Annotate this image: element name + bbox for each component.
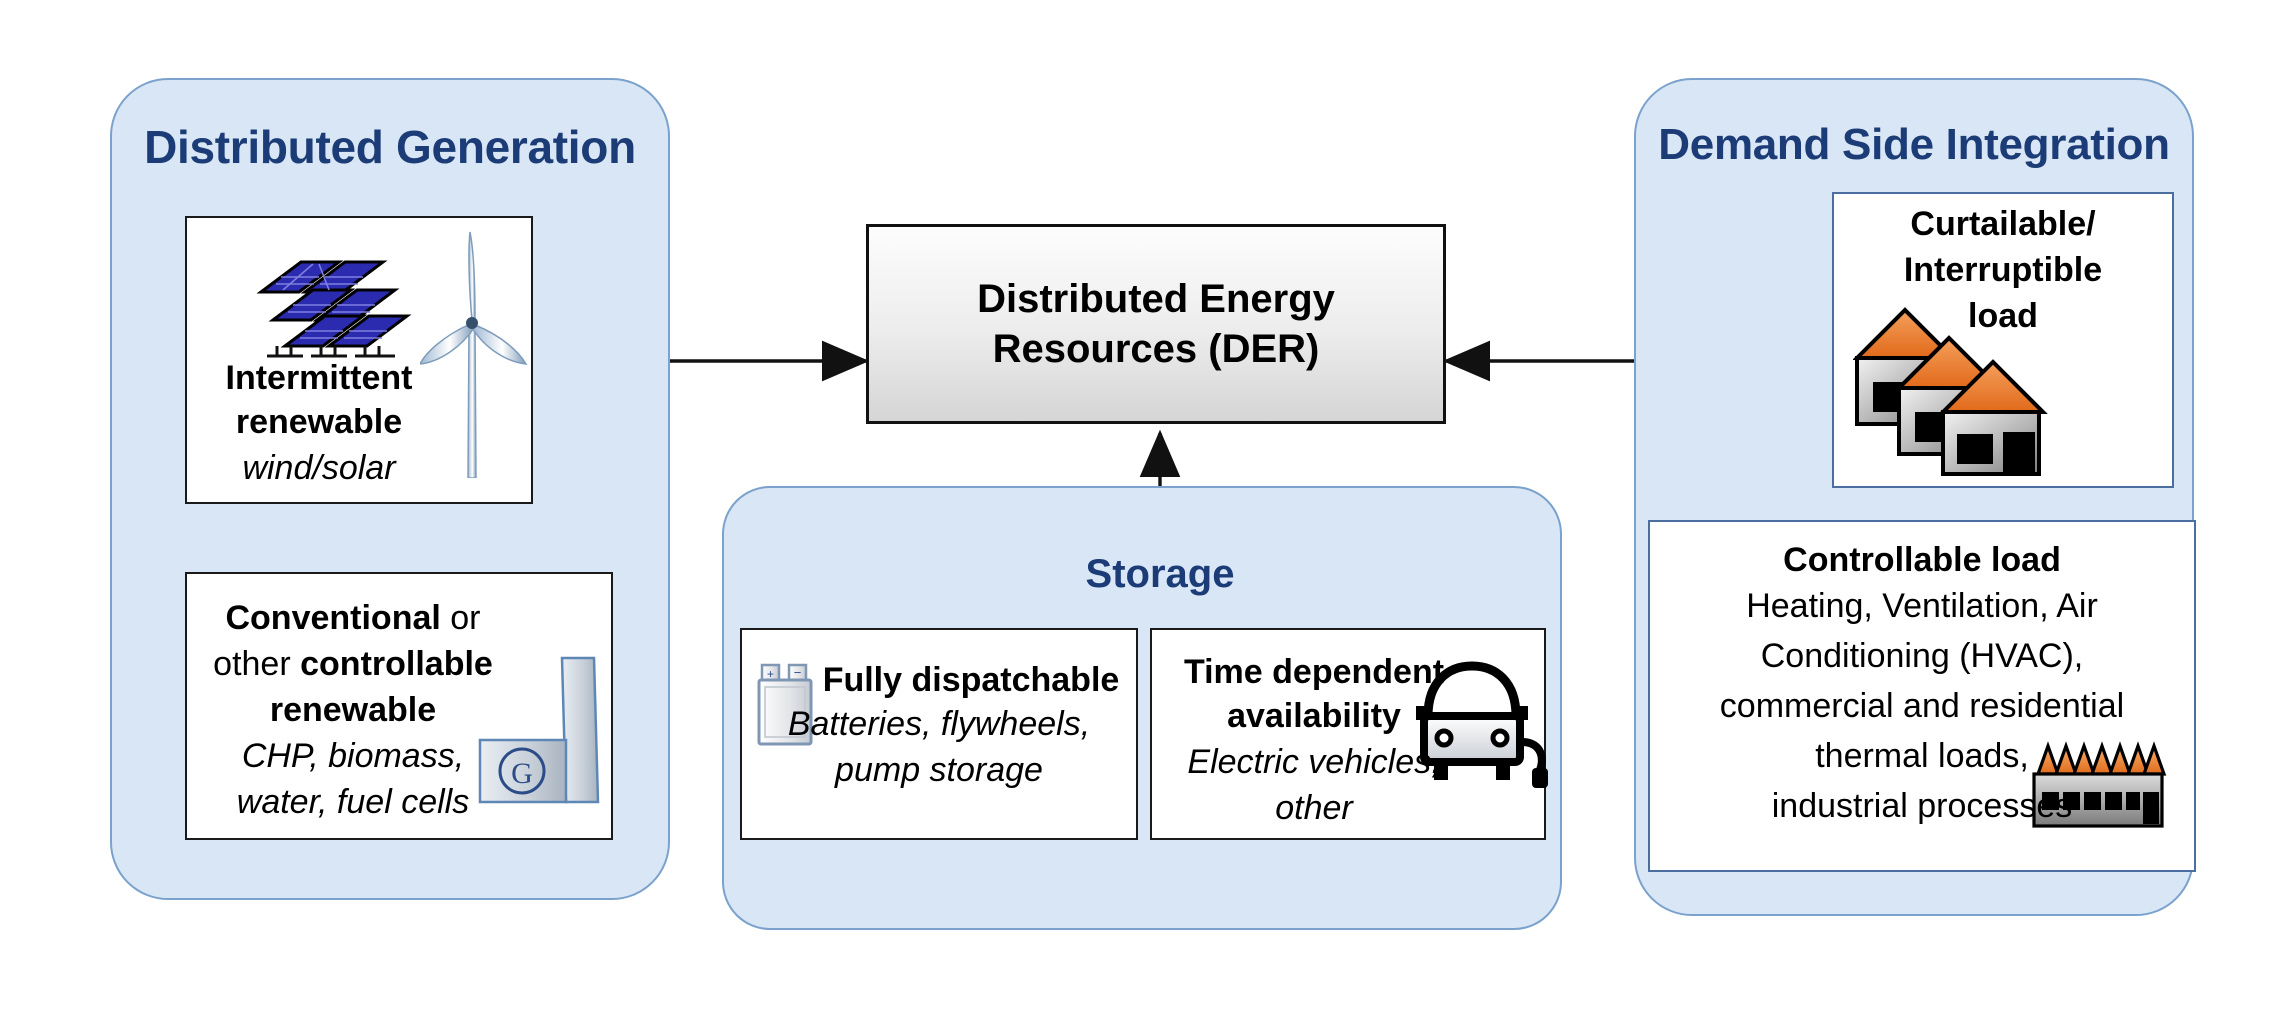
svg-text:+: + — [767, 667, 774, 681]
solar-panel-icon — [256, 260, 412, 358]
group-title-storage: Storage — [1085, 552, 1235, 596]
houses-icon — [1853, 307, 2048, 476]
controllable-load-line5: industrial processes — [1771, 787, 2073, 825]
conventional-line3: renewable — [269, 691, 437, 729]
fully-dispatchable-line1: Batteries, flywheels, — [787, 705, 1091, 743]
box-distributed-energy-resources[interactable]: Distributed Energy Resources (DER) — [866, 224, 1446, 424]
intermittent-renewable-line2: renewable — [235, 403, 403, 441]
fully-dispatchable-heading: Fully dispatchable — [822, 661, 1120, 699]
controllable-load-line3: commercial and residential — [1719, 687, 2125, 725]
factory-icon — [2032, 741, 2167, 828]
controllable-load-line1: Heating, Ventilation, Air — [1746, 587, 2098, 625]
controllable-load-line2: Conditioning (HVAC), — [1760, 637, 2084, 675]
controllable-load-line4: thermal loads, — [1815, 737, 2029, 775]
group-title-distributed-generation: Distributed Generation — [144, 121, 636, 173]
svg-text:−: − — [794, 665, 802, 680]
time-dependent-line1: Electric vehicles, — [1187, 743, 1441, 781]
wind-turbine-icon — [420, 231, 528, 478]
time-dependent-heading1: Time dependent — [1183, 653, 1445, 691]
group-title-demand-side-integration: Demand Side Integration — [1658, 120, 2170, 169]
conventional-word-or: or — [440, 599, 481, 637]
controllable-load-heading: Controllable load — [1783, 541, 2061, 579]
curtailable-load-line3: load — [1968, 297, 2038, 335]
conventional-line5: water, fuel cells — [236, 783, 470, 821]
fully-dispatchable-line2: pump storage — [835, 751, 1043, 789]
electric-vehicle-icon — [1416, 661, 1548, 788]
time-dependent-heading2: availability — [1227, 697, 1401, 735]
conventional-word-bold: Conventional — [225, 599, 441, 637]
curtailable-load-line1: Curtailable/ — [1910, 205, 2096, 243]
der-label: Distributed Energy Resources (DER) — [977, 274, 1335, 374]
conventional-line1: Conventional or — [185, 598, 521, 638]
der-label-line1: Distributed Energy — [977, 277, 1335, 321]
der-label-line2: Resources (DER) — [992, 327, 1320, 371]
svg-text:G: G — [511, 757, 533, 790]
conventional-word-controllable: controllable — [300, 645, 493, 683]
time-dependent-line2: other — [1275, 789, 1353, 827]
intermittent-renewable-line3: wind/solar — [242, 449, 396, 487]
battery-icon: + − — [757, 663, 813, 746]
curtailable-load-line2: Interruptible — [1903, 251, 2103, 289]
conventional-line4: CHP, biomass, — [241, 737, 465, 775]
intermittent-renewable-line1: Intermittent — [225, 359, 413, 397]
conventional-word-other: other — [213, 645, 301, 683]
power-plant-icon: G — [478, 656, 600, 804]
conventional-line2: other controllable — [185, 644, 521, 684]
